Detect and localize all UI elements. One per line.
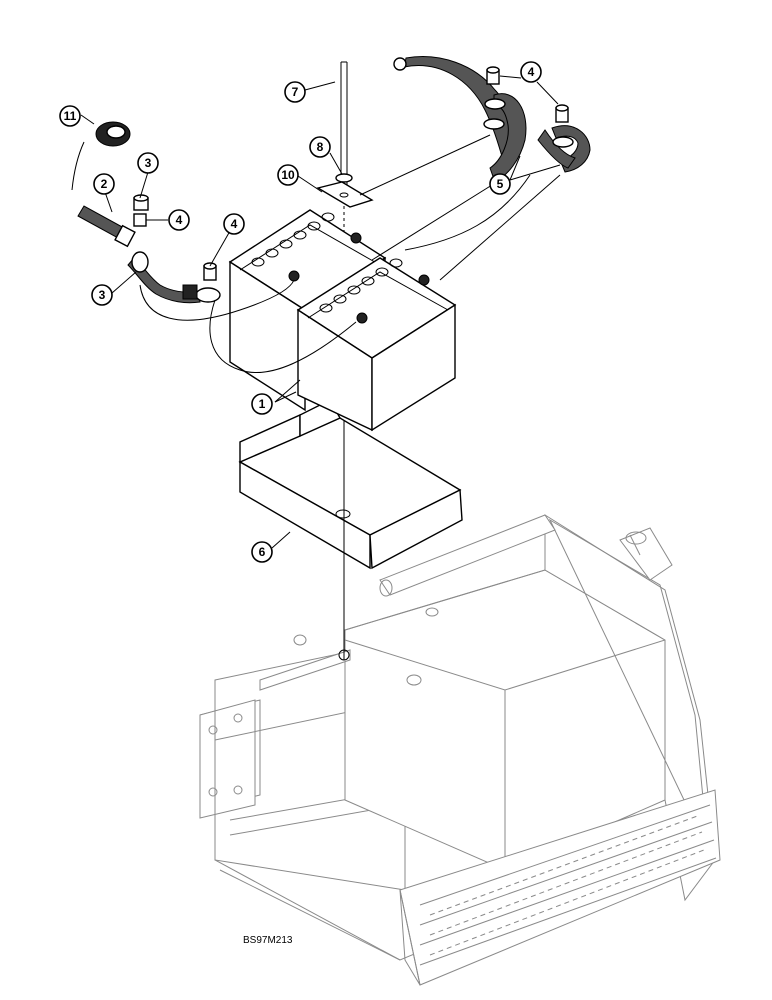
callout-1: 1: [251, 393, 273, 415]
callout-number: 6: [259, 545, 266, 559]
callout-5: 5: [489, 173, 511, 195]
callout-3-lower: 3: [91, 284, 113, 306]
callout-2: 2: [93, 173, 115, 195]
callout-number: 11: [64, 109, 77, 123]
callout-8: 8: [309, 136, 331, 158]
washer: [335, 173, 353, 183]
callout-number: 8: [317, 140, 324, 154]
ground-strap-cables: [359, 56, 591, 281]
callout-number: 4: [528, 65, 535, 79]
callout-number: 3: [145, 156, 152, 170]
callout-number: 3: [99, 288, 106, 302]
callout-number: 4: [176, 213, 183, 227]
callout-number: 7: [292, 85, 299, 99]
callout-3-upper: 3: [137, 152, 159, 174]
callout-number: 5: [497, 177, 504, 191]
battery-front: [296, 257, 457, 432]
callout-4-left: 4: [168, 209, 190, 231]
callout-7: 7: [284, 81, 306, 103]
clamp-plate: [316, 181, 374, 208]
callout-number: 4: [231, 217, 238, 231]
terminal-cover: [71, 121, 131, 191]
battery-tray: [238, 399, 463, 570]
callout-10: 10: [277, 164, 299, 186]
callout-4-middle: 4: [223, 213, 245, 235]
machine-frame-ghost: [199, 514, 721, 986]
callout-number: 1: [259, 397, 266, 411]
callout-11: 11: [59, 105, 81, 127]
callout-6: 6: [251, 541, 273, 563]
callout-number: 2: [101, 177, 108, 191]
callout-4-right: 4: [520, 61, 542, 83]
positive-cable: [77, 194, 357, 374]
figure-code: BS97M213: [243, 935, 293, 946]
callout-number: 10: [281, 168, 295, 182]
